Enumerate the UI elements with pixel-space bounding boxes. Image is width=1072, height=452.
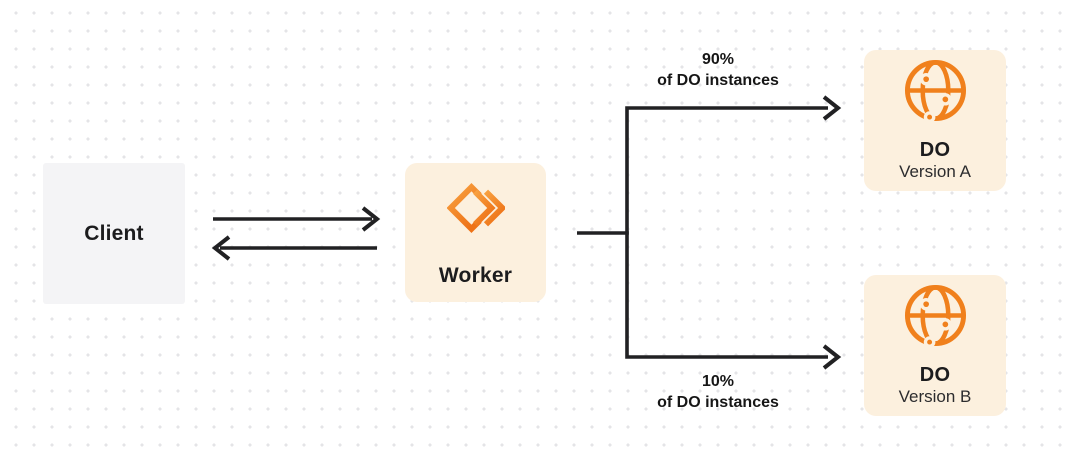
globe-icon bbox=[904, 284, 967, 352]
client-label: Client bbox=[84, 221, 144, 245]
worker-node: Worker bbox=[405, 163, 546, 302]
split-top-percent: 90% bbox=[701, 51, 735, 68]
do-b-title: DO bbox=[919, 363, 951, 386]
split-top-caption: of DO instances bbox=[657, 72, 779, 89]
do-version-a-node: DO Version A bbox=[864, 50, 1006, 191]
response-arrow bbox=[211, 235, 377, 261]
split-branch-top-arrow bbox=[625, 95, 842, 359]
request-arrow bbox=[213, 206, 381, 232]
globe-icon bbox=[904, 59, 967, 127]
do-a-title: DO bbox=[919, 138, 951, 161]
client-node: Client bbox=[43, 163, 185, 304]
workers-logo-icon bbox=[445, 179, 506, 242]
do-version-b-node: DO Version B bbox=[864, 275, 1006, 416]
do-b-subtitle: Version B bbox=[898, 386, 972, 406]
worker-label: Worker bbox=[438, 264, 513, 287]
split-branch-bottom-arrow bbox=[822, 344, 842, 370]
split-bottom-percent: 10% bbox=[701, 373, 735, 390]
do-a-subtitle: Version A bbox=[899, 161, 971, 181]
split-bottom-label: 10% of DO instances bbox=[626, 371, 810, 413]
split-top-label: 90% of DO instances bbox=[626, 49, 810, 91]
split-bottom-caption: of DO instances bbox=[657, 394, 779, 411]
